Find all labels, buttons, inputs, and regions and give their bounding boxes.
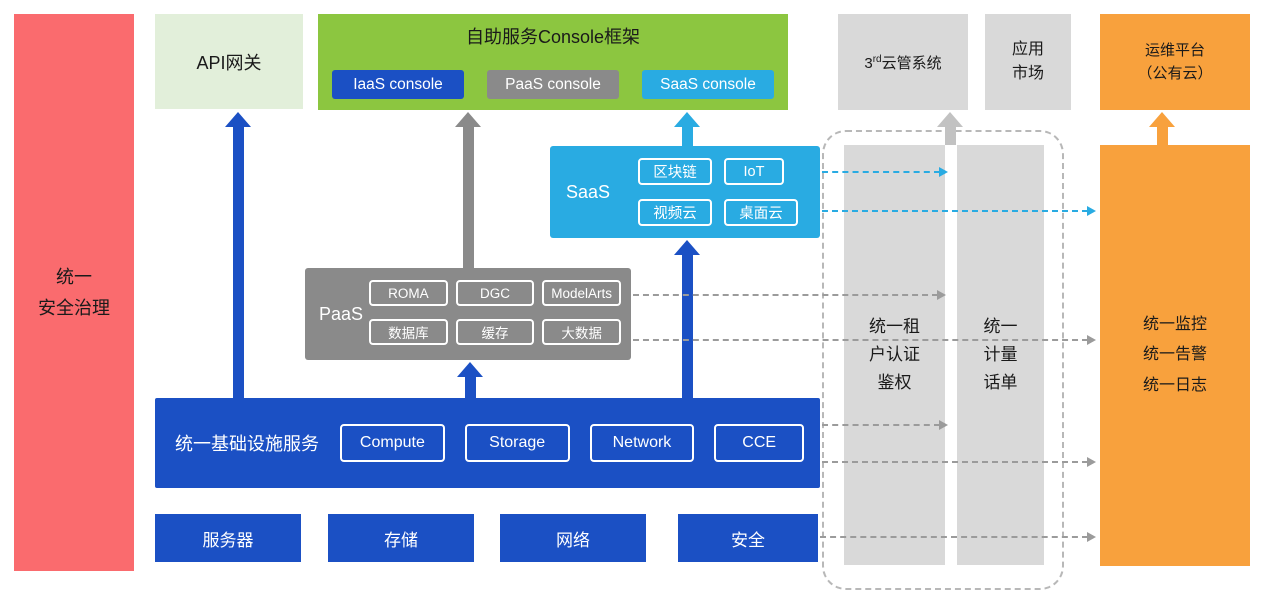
dashed-infra-to-metering	[822, 420, 948, 430]
metering-bar-label: 统一 计量 话单	[983, 316, 1018, 393]
storage-hw-box: 存储	[328, 514, 474, 562]
arrow-to-third-party-cloud	[937, 112, 963, 145]
tenant-services-dashed-group	[822, 130, 1064, 590]
server-box: 服务器	[155, 514, 301, 562]
iot-chip: IoT	[724, 158, 784, 185]
infrastructure-label: 统一基础设施服务	[175, 434, 319, 454]
security-hw-box: 安全	[678, 514, 818, 562]
third-party-cloud-mgmt-box: 3rd云管系统	[838, 14, 968, 110]
paas-services: ROMA DGC ModelArts 数据库 缓存 大数据	[369, 280, 621, 348]
paas-console-chip: PaaS console	[487, 70, 619, 99]
auth-bar-label: 统一租 户认证 鉴权	[869, 316, 920, 393]
app-market-label: 应用 市场	[1011, 41, 1044, 82]
saas-label: SaaS	[566, 181, 611, 202]
infrastructure-services: Compute Storage Network CCE	[340, 424, 804, 462]
console-framework-box: 自助服务Console框架 IaaS console PaaS console …	[318, 14, 788, 110]
bigdata-chip: 大数据	[542, 319, 621, 345]
arrow-paas-to-console	[455, 112, 481, 268]
arrow-monitor-to-om-platform	[1149, 112, 1175, 145]
paas-box: PaaS ROMA DGC ModelArts 数据库 缓存 大数据	[305, 268, 631, 360]
security-governance-label: 统一 安全治理	[38, 266, 110, 318]
console-chip-row: IaaS console PaaS console SaaS console	[332, 70, 774, 99]
roma-chip: ROMA	[369, 280, 448, 306]
dashed-saas-to-monitoring	[822, 206, 1096, 216]
dashed-hardware-to-monitoring	[820, 532, 1096, 542]
modelarts-chip: ModelArts	[542, 280, 621, 306]
network-hw-box: 网络	[500, 514, 646, 562]
om-platform-label: 运维平台 （公有云）	[1137, 41, 1213, 82]
arrow-infra-to-api-gateway	[225, 112, 251, 398]
compute-chip: Compute	[340, 424, 445, 462]
saas-console-chip: SaaS console	[642, 70, 774, 99]
om-platform-box: 运维平台 （公有云）	[1100, 14, 1250, 110]
blockchain-chip: 区块链	[638, 158, 712, 185]
paas-label: PaaS	[319, 303, 364, 324]
cache-chip: 缓存	[455, 319, 535, 345]
iaas-console-chip: IaaS console	[332, 70, 464, 99]
api-gateway-box: API网关	[155, 14, 303, 109]
saas-services: 区块链 IoT 视频云 桌面云	[638, 158, 808, 226]
metering-bar: 统一 计量 话单	[957, 145, 1044, 565]
monitoring-bar: 统一监控 统一告警 统一日志	[1100, 145, 1250, 566]
desktop-cloud-chip: 桌面云	[724, 199, 798, 226]
dashed-saas-to-auth	[822, 167, 948, 177]
saas-box: SaaS 区块链 IoT 视频云 桌面云	[550, 146, 820, 238]
monitoring-bar-label: 统一监控 统一告警 统一日志	[1142, 315, 1207, 394]
video-cloud-chip: 视频云	[638, 199, 712, 226]
database-chip: 数据库	[369, 319, 448, 345]
api-gateway-label: API网关	[196, 52, 262, 73]
app-market-box: 应用 市场	[985, 14, 1071, 110]
security-governance-bar: 统一 安全治理	[14, 14, 134, 571]
cce-chip: CCE	[714, 424, 804, 462]
storage-chip: Storage	[464, 424, 570, 462]
dashed-infra-to-monitoring	[822, 457, 1096, 467]
arrow-infra-to-saas	[674, 240, 700, 398]
auth-bar: 统一租 户认证 鉴权	[844, 145, 945, 565]
network-chip: Network	[589, 424, 695, 462]
dashed-paas-to-metering	[633, 290, 946, 300]
dashed-paas-to-monitoring	[633, 335, 1096, 345]
infrastructure-box: 统一基础设施服务 Compute Storage Network CCE	[155, 398, 820, 488]
console-framework-title: 自助服务Console框架	[465, 27, 641, 47]
dgc-chip: DGC	[455, 280, 535, 306]
arrow-saas-to-console	[674, 112, 700, 146]
arrow-infra-to-paas	[457, 362, 483, 398]
third-party-cloud-mgmt-label: 3rd云管系统	[864, 53, 942, 72]
